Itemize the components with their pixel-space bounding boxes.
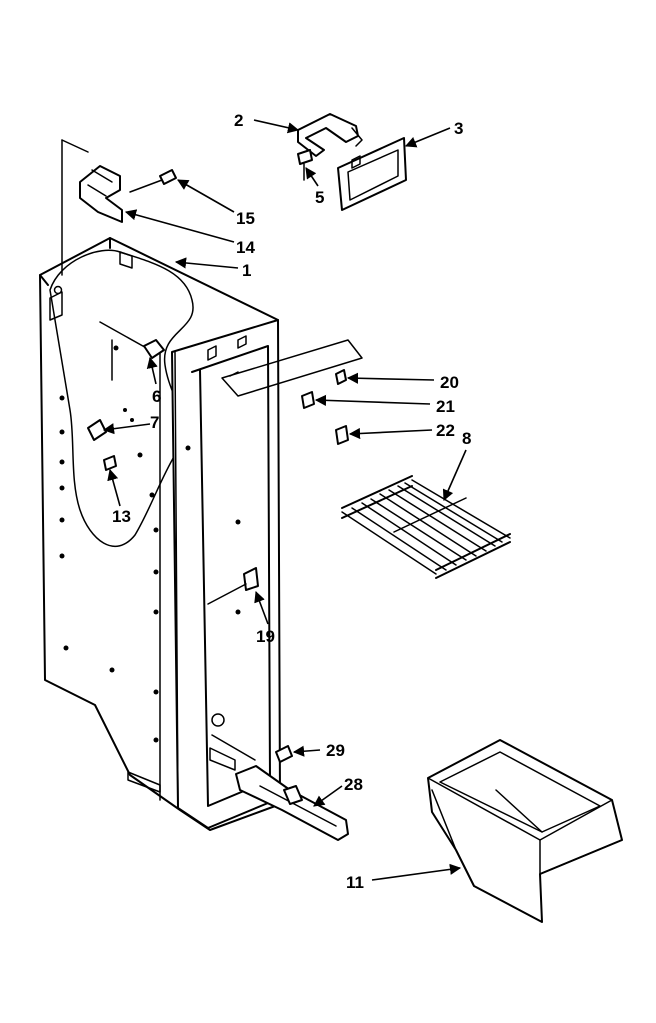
callout-2: 2 xyxy=(234,111,243,130)
part-15-screw xyxy=(129,169,177,193)
part-28-rail xyxy=(235,765,349,841)
callout-13: 13 xyxy=(112,507,131,526)
part-6-clip xyxy=(99,321,165,381)
callout-5: 5 xyxy=(315,188,324,207)
part-22-clip xyxy=(335,425,349,445)
part-21-clip xyxy=(301,391,315,409)
callout-22: 22 xyxy=(436,421,455,440)
part-14-bracket xyxy=(79,165,123,223)
callout-20: 20 xyxy=(440,373,459,392)
callout-21: 21 xyxy=(436,397,455,416)
leader-lines xyxy=(102,119,467,881)
part-13-clip xyxy=(103,455,117,471)
callout-11: 11 xyxy=(346,873,364,892)
part-8-wire-shelf xyxy=(341,475,511,579)
part-20-pin xyxy=(335,369,347,385)
part-29-screw xyxy=(275,745,293,763)
callout-3: 3 xyxy=(454,119,463,138)
callout-7: 7 xyxy=(150,413,159,432)
alignment-line-top xyxy=(61,139,89,153)
callout-19: 19 xyxy=(256,627,275,646)
callout-15: 15 xyxy=(236,209,255,228)
part-5-screw xyxy=(297,149,313,181)
part-2-bracket xyxy=(297,113,363,157)
part-3-cover xyxy=(337,137,407,211)
liner-mounting-holes xyxy=(59,345,241,743)
shelf-support-plate xyxy=(221,339,363,397)
callout-6: 6 xyxy=(152,387,161,406)
callout-labels: 2 3 5 15 14 1 6 7 13 20 21 22 8 19 29 28… xyxy=(112,111,471,892)
callout-1: 1 xyxy=(242,261,251,280)
callout-28: 28 xyxy=(344,775,363,794)
callout-14: 14 xyxy=(236,238,255,257)
callout-8: 8 xyxy=(462,429,471,448)
part-19-clip xyxy=(207,567,259,605)
part-1-freezer-liner xyxy=(39,237,281,831)
callout-29: 29 xyxy=(326,741,345,760)
part-11-bin xyxy=(427,739,623,923)
